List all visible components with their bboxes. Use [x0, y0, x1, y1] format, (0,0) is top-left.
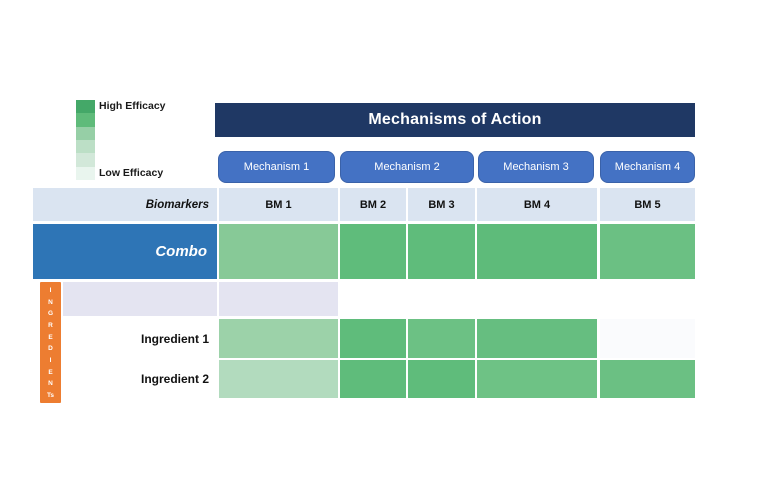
- cell-ingredient1-bm5: [600, 319, 695, 358]
- legend-high-efficacy-label: High Efficacy: [99, 99, 166, 112]
- mechanism-4-button[interactable]: Mechanism 4: [600, 151, 695, 183]
- biomarker-header-bm3: BM 3: [408, 188, 475, 221]
- gradient-step-4: [76, 139, 95, 154]
- cell-ingredient2-bm2: [340, 360, 406, 398]
- legend-low-efficacy-label: Low Efficacy: [99, 166, 164, 179]
- mechanism-1-button[interactable]: Mechanism 1: [218, 151, 335, 183]
- cell-ingredient1-bm3: [408, 319, 475, 358]
- efficacy-gradient-bar: [76, 100, 95, 180]
- mechanisms-of-action-title: Mechanisms of Action: [368, 111, 542, 128]
- biomarker-header-bm2: BM 2: [340, 188, 406, 221]
- ingredients-bar-letter: E: [48, 333, 53, 341]
- mechanism-2-button[interactable]: Mechanism 2: [340, 151, 474, 183]
- cell-ingredient2-bm1: [219, 360, 338, 398]
- spacer-row-label-cell: [63, 282, 217, 316]
- ingredient-2-row-label: Ingredient 2: [140, 372, 209, 386]
- gradient-step-2: [76, 113, 95, 127]
- cell-ingredient2-bm5: [600, 360, 695, 398]
- cell-combo-bm1: [219, 224, 338, 279]
- mechanism-3-button[interactable]: Mechanism 3: [478, 151, 594, 183]
- ingredients-bar-letter: I: [49, 356, 52, 364]
- ingredients-bar-letter: Ts: [46, 391, 55, 399]
- cell-combo-bm4: [477, 224, 597, 279]
- cell-combo-bm3: [408, 224, 475, 279]
- ingredients-bar-letter: I: [49, 287, 52, 294]
- ingredients-bar-letter: R: [48, 321, 53, 329]
- cell-ingredient2-bm3: [408, 360, 475, 398]
- mechanisms-of-action-banner: Mechanisms of Action: [215, 103, 695, 137]
- biomarker-header-bm4: BM 4: [477, 188, 597, 221]
- gradient-step-3: [76, 126, 95, 140]
- cell-ingredient1-bm4: [477, 319, 597, 358]
- ingredients-bar-letter: D: [48, 345, 53, 353]
- ingredients-bar-letter: N: [48, 298, 53, 306]
- gradient-step-5: [76, 153, 95, 167]
- ingredient-1-row-label: Ingredient 1: [140, 331, 209, 346]
- ingredients-vertical-bar: I N G R E D I E N Ts: [40, 282, 61, 403]
- cell-combo-bm5: [600, 224, 695, 279]
- biomarker-header-bm5: BM 5: [600, 188, 695, 221]
- biomarkers-row-label: Biomarkers: [33, 188, 217, 221]
- cell-combo-bm2: [340, 224, 406, 279]
- spacer-row-bm1-cell: [219, 282, 338, 316]
- gradient-step-6: [76, 166, 95, 180]
- combo-row-label: Combo: [33, 224, 217, 279]
- cell-ingredient1-bm2: [340, 319, 406, 358]
- biomarker-header-bm1: BM 1: [219, 188, 338, 221]
- cell-ingredient1-bm1: [219, 319, 338, 358]
- ingredients-bar-letter: E: [48, 368, 53, 376]
- ingredients-bar-letter: G: [47, 310, 54, 318]
- cell-ingredient2-bm4: [477, 360, 597, 398]
- ingredients-bar-letter: N: [48, 380, 53, 388]
- gradient-step-1: [76, 100, 95, 114]
